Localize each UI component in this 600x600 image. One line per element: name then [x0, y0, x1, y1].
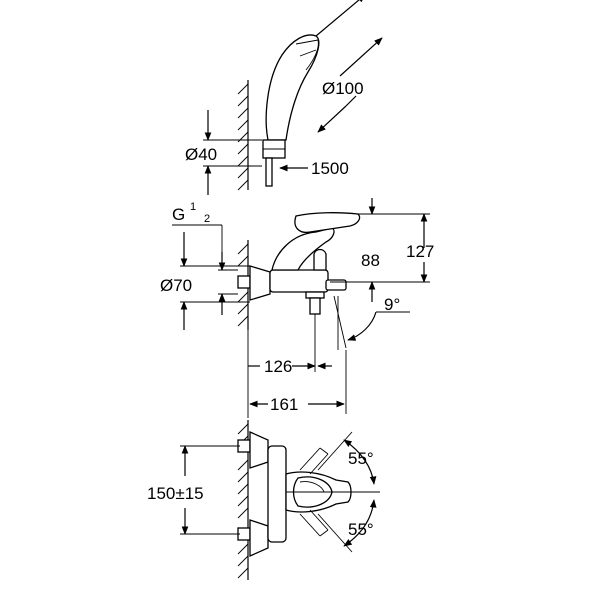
dim-height-88 [330, 198, 430, 302]
dim-angle-top [286, 431, 380, 493]
dim-thread [172, 224, 238, 315]
mixer-top-view: 150±15 55° 55° [147, 420, 380, 580]
label-depth-161: 161 [270, 395, 298, 414]
label-thread: G [172, 205, 185, 224]
dim-hose-diameter [203, 110, 262, 195]
hand-shower-view: Ø100 Ø40 1500 [185, 0, 383, 195]
label-angle-top: 55° [348, 449, 374, 468]
dim-depth-161 [249, 350, 347, 414]
label-rosette-diameter: Ø70 [160, 276, 192, 295]
dim-depth-126 [247, 330, 332, 418]
wall-top [237, 80, 249, 191]
dim-angle-spout [333, 295, 410, 350]
label-angle-spout: 9° [384, 295, 400, 314]
label-hose-diameter: Ø40 [185, 145, 217, 164]
label-thread-num: 1 [190, 201, 196, 213]
dim-spacing [180, 445, 240, 535]
label-angle-bottom: 55° [348, 520, 374, 539]
dim-head-diameter [315, 0, 383, 133]
mixer-side [237, 212, 361, 330]
mixer-side-view: G 1 2 Ø70 88 127 9° [160, 198, 434, 418]
label-head-diameter: Ø100 [322, 79, 364, 98]
mixer-top [237, 430, 352, 558]
label-hose-length: 1500 [311, 159, 349, 178]
dim-rosette-diameter [180, 232, 250, 330]
label-depth-126: 126 [264, 357, 292, 376]
label-thread-den: 2 [204, 213, 210, 225]
label-height-88: 88 [361, 251, 380, 270]
label-spacing: 150±15 [147, 484, 204, 503]
dim-angle-bottom [317, 499, 377, 553]
label-height-127: 127 [406, 242, 434, 261]
hand-shower [262, 34, 320, 187]
